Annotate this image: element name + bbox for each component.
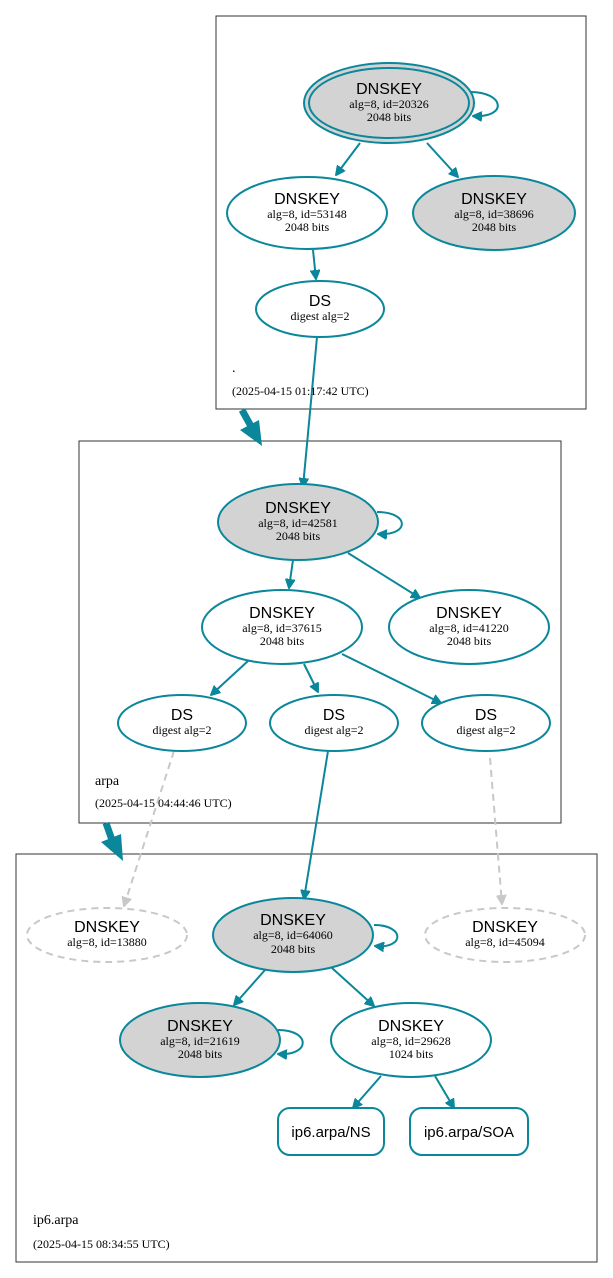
node-title: DNSKEY [274,191,340,208]
node-title: DNSKEY [461,191,527,208]
rrset-label: ip6.arpa/NS [291,1124,370,1141]
node-detail: alg=8, id=21619 [160,1034,240,1048]
node-title: DNSKEY [74,919,140,936]
zone-timestamp: (2025-04-15 08:34:55 UTC) [33,1237,170,1251]
node-detail: alg=8, id=38696 [454,207,534,221]
edge [434,1075,454,1108]
dashed-edge [124,750,175,906]
ds-node[interactable]: DS digest alg=2 [269,694,399,752]
node-detail: 2048 bits [276,529,321,543]
node-detail: alg=8, id=42581 [258,516,338,530]
edge [426,142,458,177]
node-title: DNSKEY [472,919,538,936]
node-detail: alg=8, id=20326 [349,97,429,111]
self-loop-edge [377,511,403,534]
dnskey-node[interactable]: DNSKEY alg=8, id=38696 2048 bits [412,175,576,251]
edge [336,142,361,175]
dashed-edge [489,757,502,904]
dnskey-node-zsk[interactable]: DNSKEY alg=8, id=29628 1024 bits [330,1002,492,1078]
node-detail: 2048 bits [178,1047,223,1061]
edge [303,336,318,487]
delegation-arrow-root-arpa [238,408,262,446]
node-detail: 1024 bits [389,1047,434,1061]
ds-node[interactable]: DS digest alg=2 [117,694,247,752]
node-detail: 2048 bits [367,110,412,124]
node-detail: alg=8, id=45094 [465,935,545,949]
zone-root-box [215,15,587,410]
node-detail: 2048 bits [447,634,492,648]
dnskey-node[interactable]: DNSKEY alg=8, id=41220 2048 bits [388,589,550,665]
edge [289,559,293,588]
zone-timestamp: (2025-04-15 04:44:46 UTC) [95,796,232,810]
edge [303,663,318,692]
node-title: DS [323,707,345,724]
edge [211,660,249,695]
zone-name: arpa [95,774,120,789]
dnskey-node-ksk[interactable]: DNSKEY alg=8, id=20326 2048 bits [303,62,475,144]
self-loop-edge [278,1029,304,1054]
node-detail: digest alg=2 [304,723,363,737]
node-detail: 2048 bits [271,942,316,956]
node-title: DS [309,293,331,310]
zone-arpa-box [78,440,562,824]
node-detail: alg=8, id=29628 [371,1034,451,1048]
edge [331,967,374,1006]
dnskey-node[interactable]: DNSKEY alg=8, id=21619 2048 bits [119,1002,281,1078]
dnskey-node-ksk[interactable]: DNSKEY alg=8, id=42581 2048 bits [217,483,379,561]
dnskey-node-zsk[interactable]: DNSKEY alg=8, id=37615 2048 bits [201,589,363,665]
zone-timestamp: (2025-04-15 01:17:42 UTC) [232,384,369,398]
dnskey-node-missing[interactable]: DNSKEY alg=8, id=13880 [26,907,188,963]
node-title: DNSKEY [436,605,502,622]
node-detail: alg=8, id=53148 [267,207,347,221]
node-title: DNSKEY [167,1018,233,1035]
edge [234,969,266,1005]
node-detail: alg=8, id=41220 [429,621,509,635]
node-detail: alg=8, id=37615 [242,621,322,635]
ds-node[interactable]: DS digest alg=2 [421,694,551,752]
node-detail: digest alg=2 [290,309,349,323]
node-detail: digest alg=2 [152,723,211,737]
edge [313,249,316,279]
node-detail: alg=8, id=13880 [67,935,147,949]
edge [347,552,420,598]
node-title: DNSKEY [356,81,422,98]
node-detail: 2048 bits [472,220,517,234]
node-detail: alg=8, id=64060 [253,928,333,942]
rrset-node-soa[interactable]: ip6.arpa/SOA [409,1107,529,1156]
rrset-label: ip6.arpa/SOA [424,1124,514,1141]
edge [304,750,329,899]
node-detail: 2048 bits [260,634,305,648]
node-title: DNSKEY [249,605,315,622]
zone-name: . [232,361,236,376]
edge [353,1075,382,1108]
rrset-node-ns[interactable]: ip6.arpa/NS [277,1107,385,1156]
zone-name: ip6.arpa [33,1213,79,1228]
node-title: DNSKEY [265,500,331,517]
dnskey-node-ksk[interactable]: DNSKEY alg=8, id=64060 2048 bits [212,897,374,973]
dnskey-node-zsk[interactable]: DNSKEY alg=8, id=53148 2048 bits [226,176,388,250]
dnskey-node-missing[interactable]: DNSKEY alg=8, id=45094 [424,907,586,963]
self-loop-edge [469,91,499,116]
node-title: DS [171,707,193,724]
node-detail: digest alg=2 [456,723,515,737]
node-detail: 2048 bits [285,220,330,234]
self-loop-edge [374,924,399,946]
node-title: DNSKEY [260,912,326,929]
zone-ip6-box [15,853,598,1263]
node-title: DS [475,707,497,724]
ds-node[interactable]: DS digest alg=2 [255,280,385,338]
delegation-arrow-arpa-ip6 [101,821,123,861]
edge [341,653,441,703]
node-title: DNSKEY [378,1018,444,1035]
